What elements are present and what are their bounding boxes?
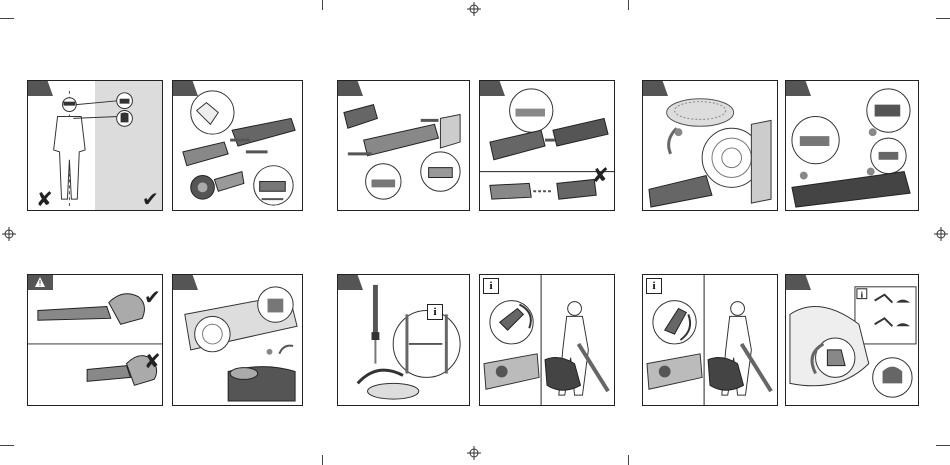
step-panel-shoulder-strap: i (337, 274, 470, 406)
step-panel-blower-mode: i (642, 274, 778, 406)
registration-target-icon (467, 2, 481, 16)
shoulder-strap-illustration (338, 275, 469, 405)
step-panel-attach-tubes (172, 80, 303, 211)
blower-orientation-illustration (28, 275, 162, 405)
crop-mark (322, 455, 323, 465)
correct-mark-icon: ✔ (142, 189, 159, 209)
attach-bag-illustration (173, 275, 302, 405)
step-panel-blowing-direction: ✔ ✘ (27, 274, 163, 406)
speed-control-illustration: i (786, 275, 918, 405)
crop-mark (628, 0, 629, 10)
step-panel-tube-alignment: ✘ (479, 80, 615, 211)
incorrect-mark-icon: ✘ (36, 189, 53, 209)
registration-target-icon (934, 227, 948, 241)
secure-tube-illustration (786, 81, 918, 210)
correct-mark-icon: ✔ (144, 287, 161, 307)
step-panel-secure-tube (785, 80, 919, 211)
step-panel-vacuum-mode: i (479, 274, 615, 406)
step-panel-attach-bag (172, 274, 303, 406)
vacuum-mode-illustration (480, 275, 614, 405)
blower-mode-illustration (643, 275, 777, 405)
tube-alignment-illustration (480, 81, 614, 210)
crop-mark (0, 18, 14, 19)
step-panel-protective-equipment: ✘ ✔ (27, 80, 163, 211)
registration-target-icon (467, 446, 481, 460)
info-icon: i (427, 304, 443, 320)
incorrect-mark-icon: ✘ (144, 351, 161, 371)
impeller-housing-illustration (643, 81, 777, 210)
step-panel-insert-tube (337, 80, 470, 211)
crop-mark (322, 0, 323, 10)
step-panel-speed-control: i (785, 274, 919, 406)
tube-insert-illustration (338, 81, 469, 210)
tube-assembly-illustration (173, 81, 302, 210)
crop-mark (936, 445, 950, 446)
registration-target-icon (2, 227, 16, 241)
crop-mark (628, 455, 629, 465)
crop-mark (0, 445, 14, 446)
incorrect-mark-icon: ✘ (592, 165, 609, 185)
crop-mark (936, 18, 950, 19)
step-panel-impeller-housing (642, 80, 778, 211)
